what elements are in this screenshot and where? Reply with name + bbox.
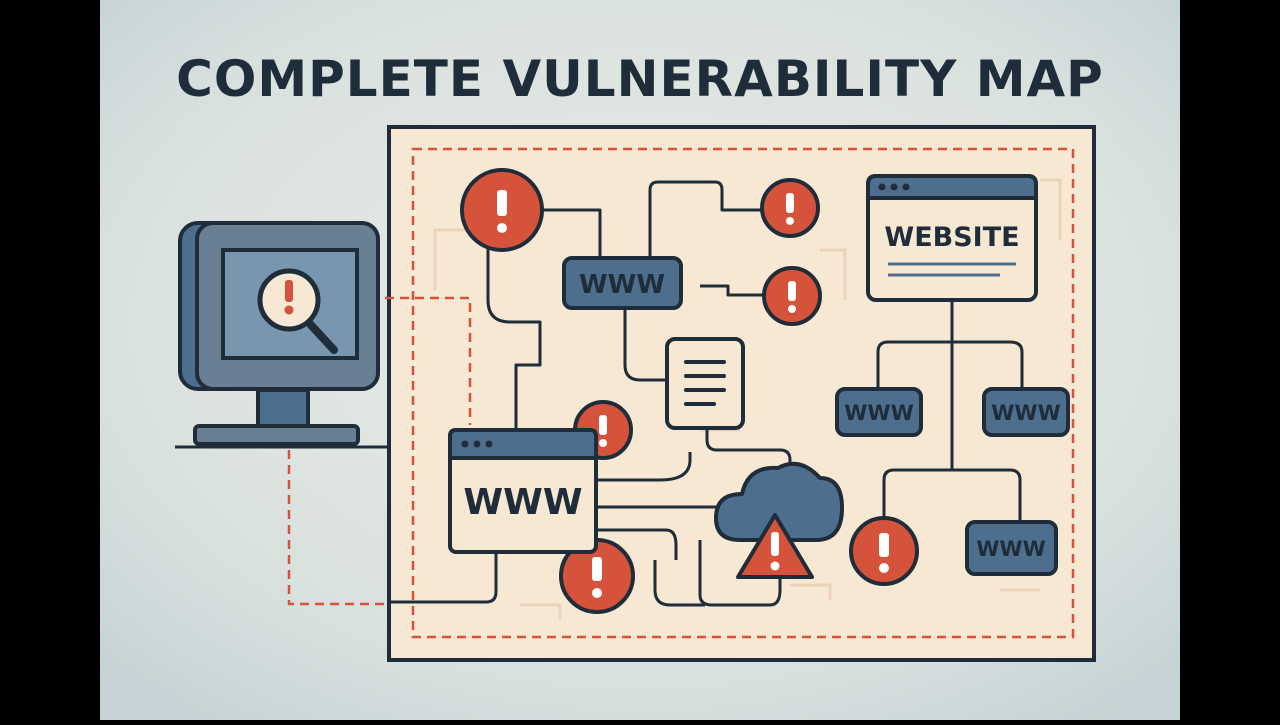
alert-icon: [460, 168, 544, 252]
diagram-title: COMPLETE VULNERABILITY MAP: [176, 50, 1104, 108]
svg-text:WWW: WWW: [844, 401, 914, 425]
letterbox-left: [0, 0, 100, 720]
connection-lines: [175, 180, 1024, 607]
document-icon: [665, 337, 745, 430]
scan-links: [287, 296, 472, 606]
alert-icon: [762, 266, 822, 326]
www-node: WWW: [982, 387, 1070, 437]
dashed-boundary: [411, 147, 1075, 639]
letterbox-right: [1180, 0, 1280, 720]
www-node: WWW: [965, 520, 1058, 576]
svg-text:WWW: WWW: [976, 537, 1046, 561]
website-window-icon: WWW: [448, 428, 598, 554]
background-traces: [433, 178, 1062, 620]
website-window-icon: WEBSITE: [866, 174, 1038, 302]
svg-text:WWW: WWW: [991, 401, 1061, 425]
svg-text:WWW: WWW: [579, 270, 665, 300]
alert-icon: [760, 178, 820, 238]
svg-text:WWW: WWW: [463, 482, 582, 523]
cloud-icon: [714, 461, 844, 542]
alert-icon: [849, 516, 919, 586]
svg-text:WEBSITE: WEBSITE: [884, 222, 1019, 253]
warning-triangle-icon: [736, 513, 814, 579]
monitor-icon: [178, 221, 380, 446]
magnifier-icon: [257, 268, 338, 354]
www-node: WWW: [835, 387, 923, 437]
www-node: WWW: [562, 256, 683, 310]
